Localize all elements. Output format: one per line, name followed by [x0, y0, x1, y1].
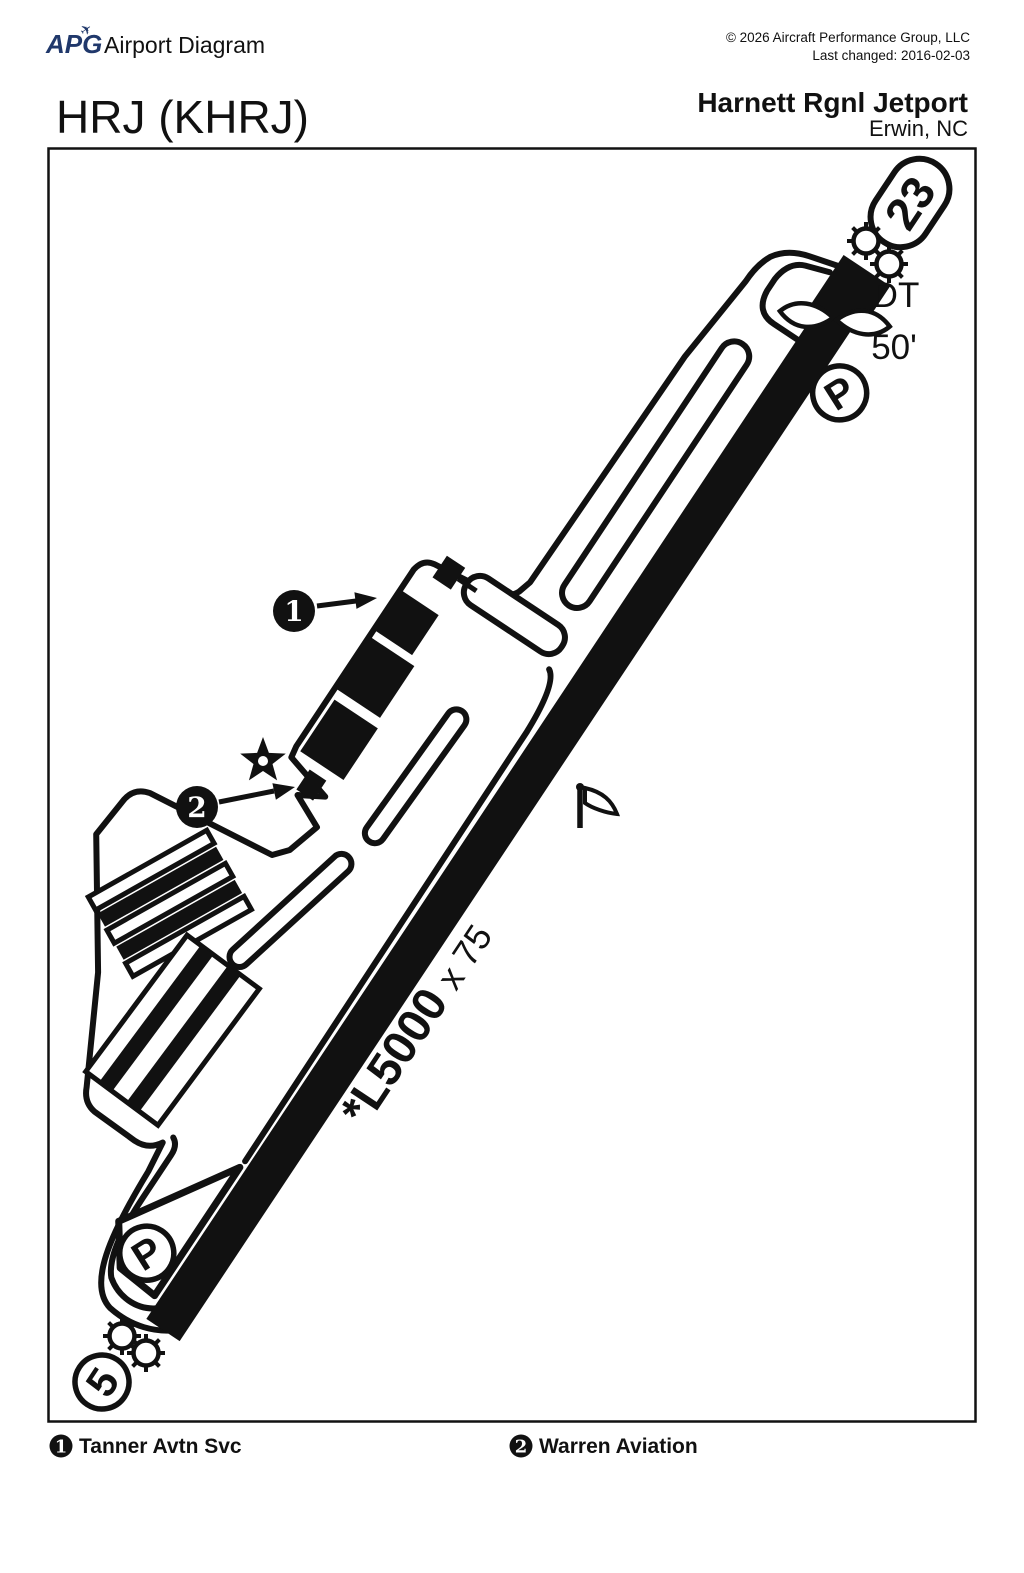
marker-1-arrow — [354, 592, 377, 609]
building-connector — [456, 576, 478, 594]
marker-2-number: 2 — [187, 791, 206, 824]
building — [335, 636, 415, 718]
apron-island-2 — [226, 850, 355, 970]
building-small — [432, 555, 466, 590]
runway-5-23 — [146, 306, 853, 1342]
apg-logo: APG — [45, 29, 102, 59]
legend-2-label: Warren Aviation — [539, 1435, 698, 1458]
windsock-icon — [576, 783, 621, 828]
parking-symbol-bottom: P — [117, 1223, 177, 1283]
displaced-threshold-icon — [832, 308, 893, 337]
dt-label: DT — [873, 276, 920, 315]
building — [300, 699, 378, 781]
app-title: Airport Diagram — [104, 32, 265, 58]
marker-2: 2 — [176, 783, 295, 828]
airport-code: HRJ (KHRJ) — [56, 91, 309, 143]
apron-island-1 — [361, 706, 470, 847]
light-beacon-icons — [103, 222, 908, 1372]
last-changed: Last changed: 2016-02-03 — [812, 48, 970, 63]
parking-symbol-top: P — [809, 363, 870, 423]
airport-name: Harnett Rgnl Jetport — [697, 87, 968, 118]
diagram-border — [47, 147, 977, 1423]
runway-end-23: 23 — [867, 155, 953, 251]
top-pocket-inner-edge — [759, 261, 833, 343]
building — [372, 588, 439, 656]
marker-1: 1 — [273, 590, 377, 632]
dt-value: 50' — [871, 328, 917, 367]
marker-1-number: 1 — [284, 595, 303, 628]
marker-2-arrow — [272, 783, 295, 800]
airport-layout: *L5000x 75 P P — [82, 249, 893, 1342]
hangar-cluster-2 — [82, 931, 263, 1129]
legend-1-number: 1 — [55, 1437, 68, 1458]
runway-end-5: 5 — [72, 1352, 132, 1412]
legend: 1 Tanner Avtn Svc 2 Warren Aviation — [49, 1434, 698, 1458]
taxiway-island-long — [559, 338, 753, 611]
building-warren — [296, 769, 327, 801]
airport-location: Erwin, NC — [869, 116, 968, 141]
taxiway-boundary — [83, 249, 842, 1334]
displaced-threshold-icon — [776, 301, 837, 330]
legend-1-label: Tanner Avtn Svc — [79, 1435, 242, 1458]
copyright: © 2026 Aircraft Performance Group, LLC — [726, 30, 970, 45]
apron-island-d — [460, 572, 568, 658]
apron-lower-edge — [242, 666, 554, 1165]
legend-2-number: 2 — [515, 1437, 528, 1458]
star-icon — [240, 737, 286, 781]
